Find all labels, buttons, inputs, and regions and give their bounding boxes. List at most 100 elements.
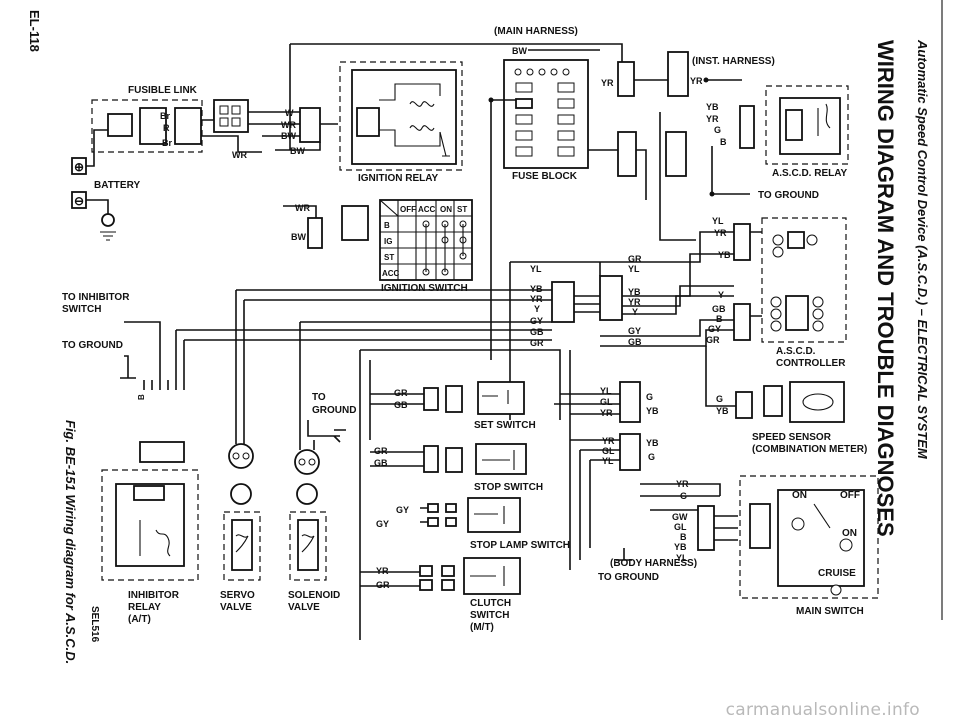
svg-text:GR: GR <box>628 254 642 264</box>
central-connector-left <box>551 281 575 323</box>
svg-text:GB: GB <box>712 304 726 314</box>
svg-text:B: B <box>137 394 146 400</box>
section-header: Automatic Speed Control Device (A.S.C.D.… <box>915 39 930 460</box>
speed-sensor-label-2: (COMBINATION METER) <box>752 444 867 455</box>
ascd-controller-label-1: A.S.C.D. <box>776 346 816 357</box>
servo-valve-label-1: SERVO <box>220 590 255 601</box>
body-harness-label: (BODY HARNESS) <box>610 558 697 569</box>
clutch-switch-plug-b <box>419 579 433 591</box>
svg-text:WR: WR <box>232 150 247 160</box>
svg-text:YB: YB <box>530 284 543 294</box>
stop-lamp-switch-plug-b <box>427 517 439 527</box>
main-switch-off-label: OFF <box>840 490 860 501</box>
svg-text:ST: ST <box>457 205 467 214</box>
ignition-switch-table: OFF ACC ON ST B IG ST ACC <box>379 199 473 281</box>
svg-text:YL: YL <box>676 553 688 563</box>
fuse-block-fuses <box>514 68 575 157</box>
svg-text:YR: YR <box>601 78 614 88</box>
set-switch-connector <box>445 385 463 413</box>
stop-lamp-switch-label: STOP LAMP SWITCH <box>470 540 570 551</box>
svg-text:YR: YR <box>714 228 727 238</box>
inhibitor-relay-connector <box>139 441 185 463</box>
svg-text:YB: YB <box>646 406 659 416</box>
svg-text:WR: WR <box>295 203 310 213</box>
ascd-relay-label: A.S.C.D. RELAY <box>772 168 848 179</box>
svg-text:R: R <box>163 123 170 133</box>
relay-connector <box>299 107 321 143</box>
speed-sensor-icon <box>802 393 834 411</box>
fuse-block-label: FUSE BLOCK <box>512 171 578 182</box>
svg-text:GL: GL <box>674 522 687 532</box>
ascd-controller-label-2: CONTROLLER <box>776 358 846 369</box>
clutch-switch-label-3: (M/T) <box>470 622 494 633</box>
main-switch-connector <box>749 503 771 549</box>
svg-text:Y: Y <box>534 304 540 314</box>
svg-text:GR: GR <box>376 580 390 590</box>
svg-text:SEL516: SEL516 <box>89 606 100 643</box>
fusible-link-frame <box>91 99 203 153</box>
svg-text:WR: WR <box>281 120 296 130</box>
diagram-title: WIRING DIAGRAM AND TROUBLE DIAGNOSES <box>873 40 898 537</box>
svg-text:GY: GY <box>530 316 543 326</box>
main-switch-label: MAIN SWITCH <box>796 606 864 617</box>
speed-sensor <box>789 381 845 423</box>
svg-text:YB: YB <box>674 542 687 552</box>
svg-text:GR: GR <box>374 446 388 456</box>
svg-text:GY: GY <box>396 505 409 515</box>
set-switch <box>477 381 525 415</box>
svg-text:IG: IG <box>384 237 392 246</box>
svg-text:GY: GY <box>376 519 389 529</box>
svg-text:YR: YR <box>706 114 719 124</box>
svg-text:YL: YL <box>602 456 614 466</box>
svg-text:GB: GB <box>374 458 388 468</box>
inhibitor-relay-label-1: INHIBITOR <box>128 590 180 601</box>
inst-harness-label: (INST. HARNESS) <box>692 56 775 67</box>
bus-wires <box>175 231 762 640</box>
svg-text:YB: YB <box>628 287 641 297</box>
watermark: carmanualsonline.info <box>725 700 920 720</box>
to-ground-mid-label-1: TO <box>312 392 326 403</box>
svg-text:B: B <box>384 221 390 230</box>
svg-text:G: G <box>716 394 723 404</box>
svg-text:Y: Y <box>718 290 724 300</box>
svg-text:YB: YB <box>716 406 729 416</box>
ignition-switch-connector <box>341 205 369 241</box>
svg-text:Fig. BE-151 Wiring diagram for: Fig. BE-151 Wiring diagram for A.S.C.D. <box>63 420 78 664</box>
svg-text:G: G <box>648 452 655 462</box>
speed-sensor-harness-connector <box>735 391 753 419</box>
solenoid-valve-connector <box>294 449 320 475</box>
fusible-link-block <box>107 113 133 137</box>
ascd-relay-ground-label: TO GROUND <box>758 190 819 201</box>
svg-text:Br: Br <box>160 111 170 121</box>
main-switch-on-label: ON <box>792 490 807 501</box>
solenoid-valve-frame <box>289 511 327 581</box>
battery-label: BATTERY <box>94 180 140 191</box>
main-switch <box>777 489 865 587</box>
svg-text:⊕: ⊕ <box>74 160 84 174</box>
fuse-block-connector-b <box>665 131 687 177</box>
svg-text:BW: BW <box>512 46 527 56</box>
servo-valve-connector <box>228 443 254 469</box>
ignition-relay-label: IGNITION RELAY <box>358 173 439 184</box>
svg-text:GR: GR <box>706 335 720 345</box>
svg-text:GB: GB <box>394 400 408 410</box>
ignition-relay-frame <box>339 61 463 171</box>
svg-text:YB: YB <box>706 102 719 112</box>
body-harness-ground-label: TO GROUND <box>598 572 659 583</box>
central-connector-right <box>599 275 623 321</box>
svg-text:BW: BW <box>291 232 306 242</box>
solenoid-valve-label-1: SOLENOID <box>288 590 340 601</box>
body-harness-connector <box>697 505 715 551</box>
svg-text:YL: YL <box>600 386 612 396</box>
inhibitor-relay-label-2: RELAY <box>128 602 161 613</box>
svg-text:ON: ON <box>440 205 452 214</box>
inhibitor-relay-label-3: (A/T) <box>128 614 151 625</box>
fusible-link-connector-right <box>174 107 202 145</box>
ignition-switch-harness-connector <box>307 217 323 249</box>
solenoid-valve-label-2: VALVE <box>288 602 320 613</box>
fusible-link-relay-connector <box>213 99 249 133</box>
inhibitor-relay-frame <box>101 469 199 581</box>
svg-text:⊖: ⊖ <box>74 194 84 208</box>
main-harness-label: (MAIN HARNESS) <box>494 26 578 37</box>
